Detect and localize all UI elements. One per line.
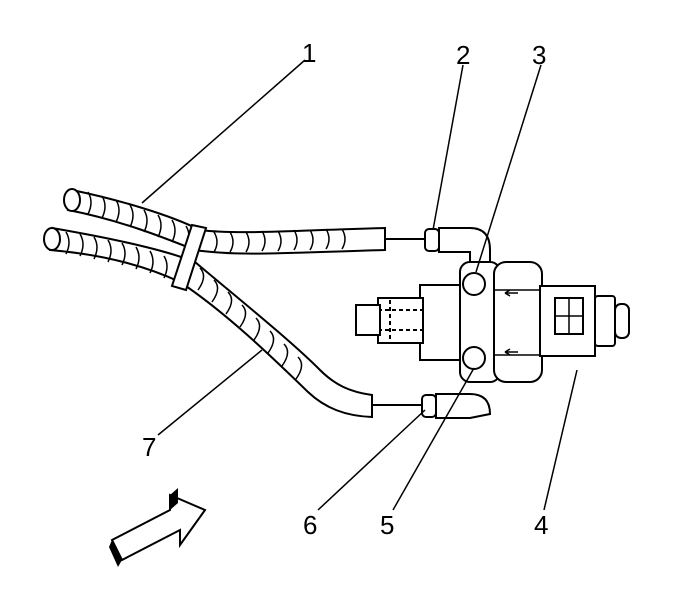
callout-1: 1 [302,38,316,68]
callout-5: 5 [380,510,394,540]
regulator-body [355,261,630,383]
lower-fitting [372,393,492,419]
upper-hose [63,188,386,255]
leader-lines [141,59,578,511]
callout-4: 4 [534,510,548,540]
callout-7: 7 [142,432,156,462]
lower-hose [43,226,373,419]
hose-clip [170,223,208,292]
direction-arrow-icon [109,488,207,567]
callout-2: 2 [456,40,470,70]
callout-6: 6 [303,510,317,540]
callout-3: 3 [532,40,546,70]
upper-fitting [385,227,491,263]
